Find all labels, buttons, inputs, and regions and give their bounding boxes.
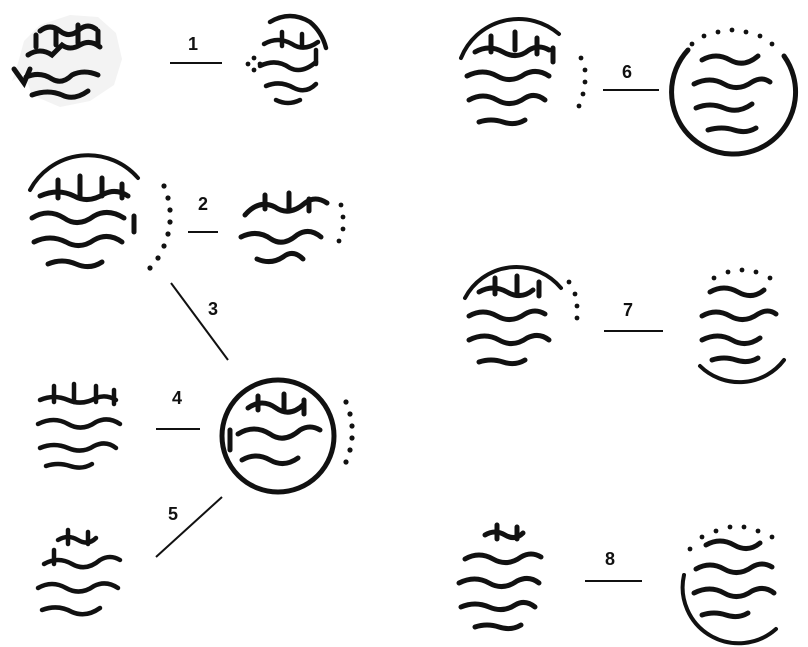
- link-line-5: [156, 497, 222, 557]
- link-label-1: 1: [188, 34, 198, 54]
- coin-1-reverse: [246, 16, 326, 103]
- coin-8-obverse: [459, 525, 541, 629]
- link-label-5: 5: [168, 504, 178, 524]
- link-label-3: 3: [208, 299, 218, 319]
- coin-4-obverse: [38, 384, 120, 468]
- coin-2-obverse: [30, 155, 173, 270]
- link-line-3: [171, 283, 228, 360]
- coin-7-obverse: [465, 267, 579, 364]
- coin-2-reverse: [241, 193, 345, 262]
- coin-6-reverse: [672, 28, 796, 154]
- link-label-7: 7: [623, 300, 633, 320]
- link-label-2: 2: [198, 194, 208, 214]
- coin-8-reverse: [683, 525, 776, 644]
- coin-central-reverse: [222, 380, 355, 492]
- link-label-8: 8: [605, 549, 615, 569]
- coin-5-obverse: [38, 530, 120, 614]
- coin-6-obverse: [461, 19, 587, 124]
- link-label-4: 4: [172, 388, 182, 408]
- coin-7-reverse: [700, 268, 784, 383]
- coin-1-obverse: [12, 15, 122, 107]
- link-label-6: 6: [622, 62, 632, 82]
